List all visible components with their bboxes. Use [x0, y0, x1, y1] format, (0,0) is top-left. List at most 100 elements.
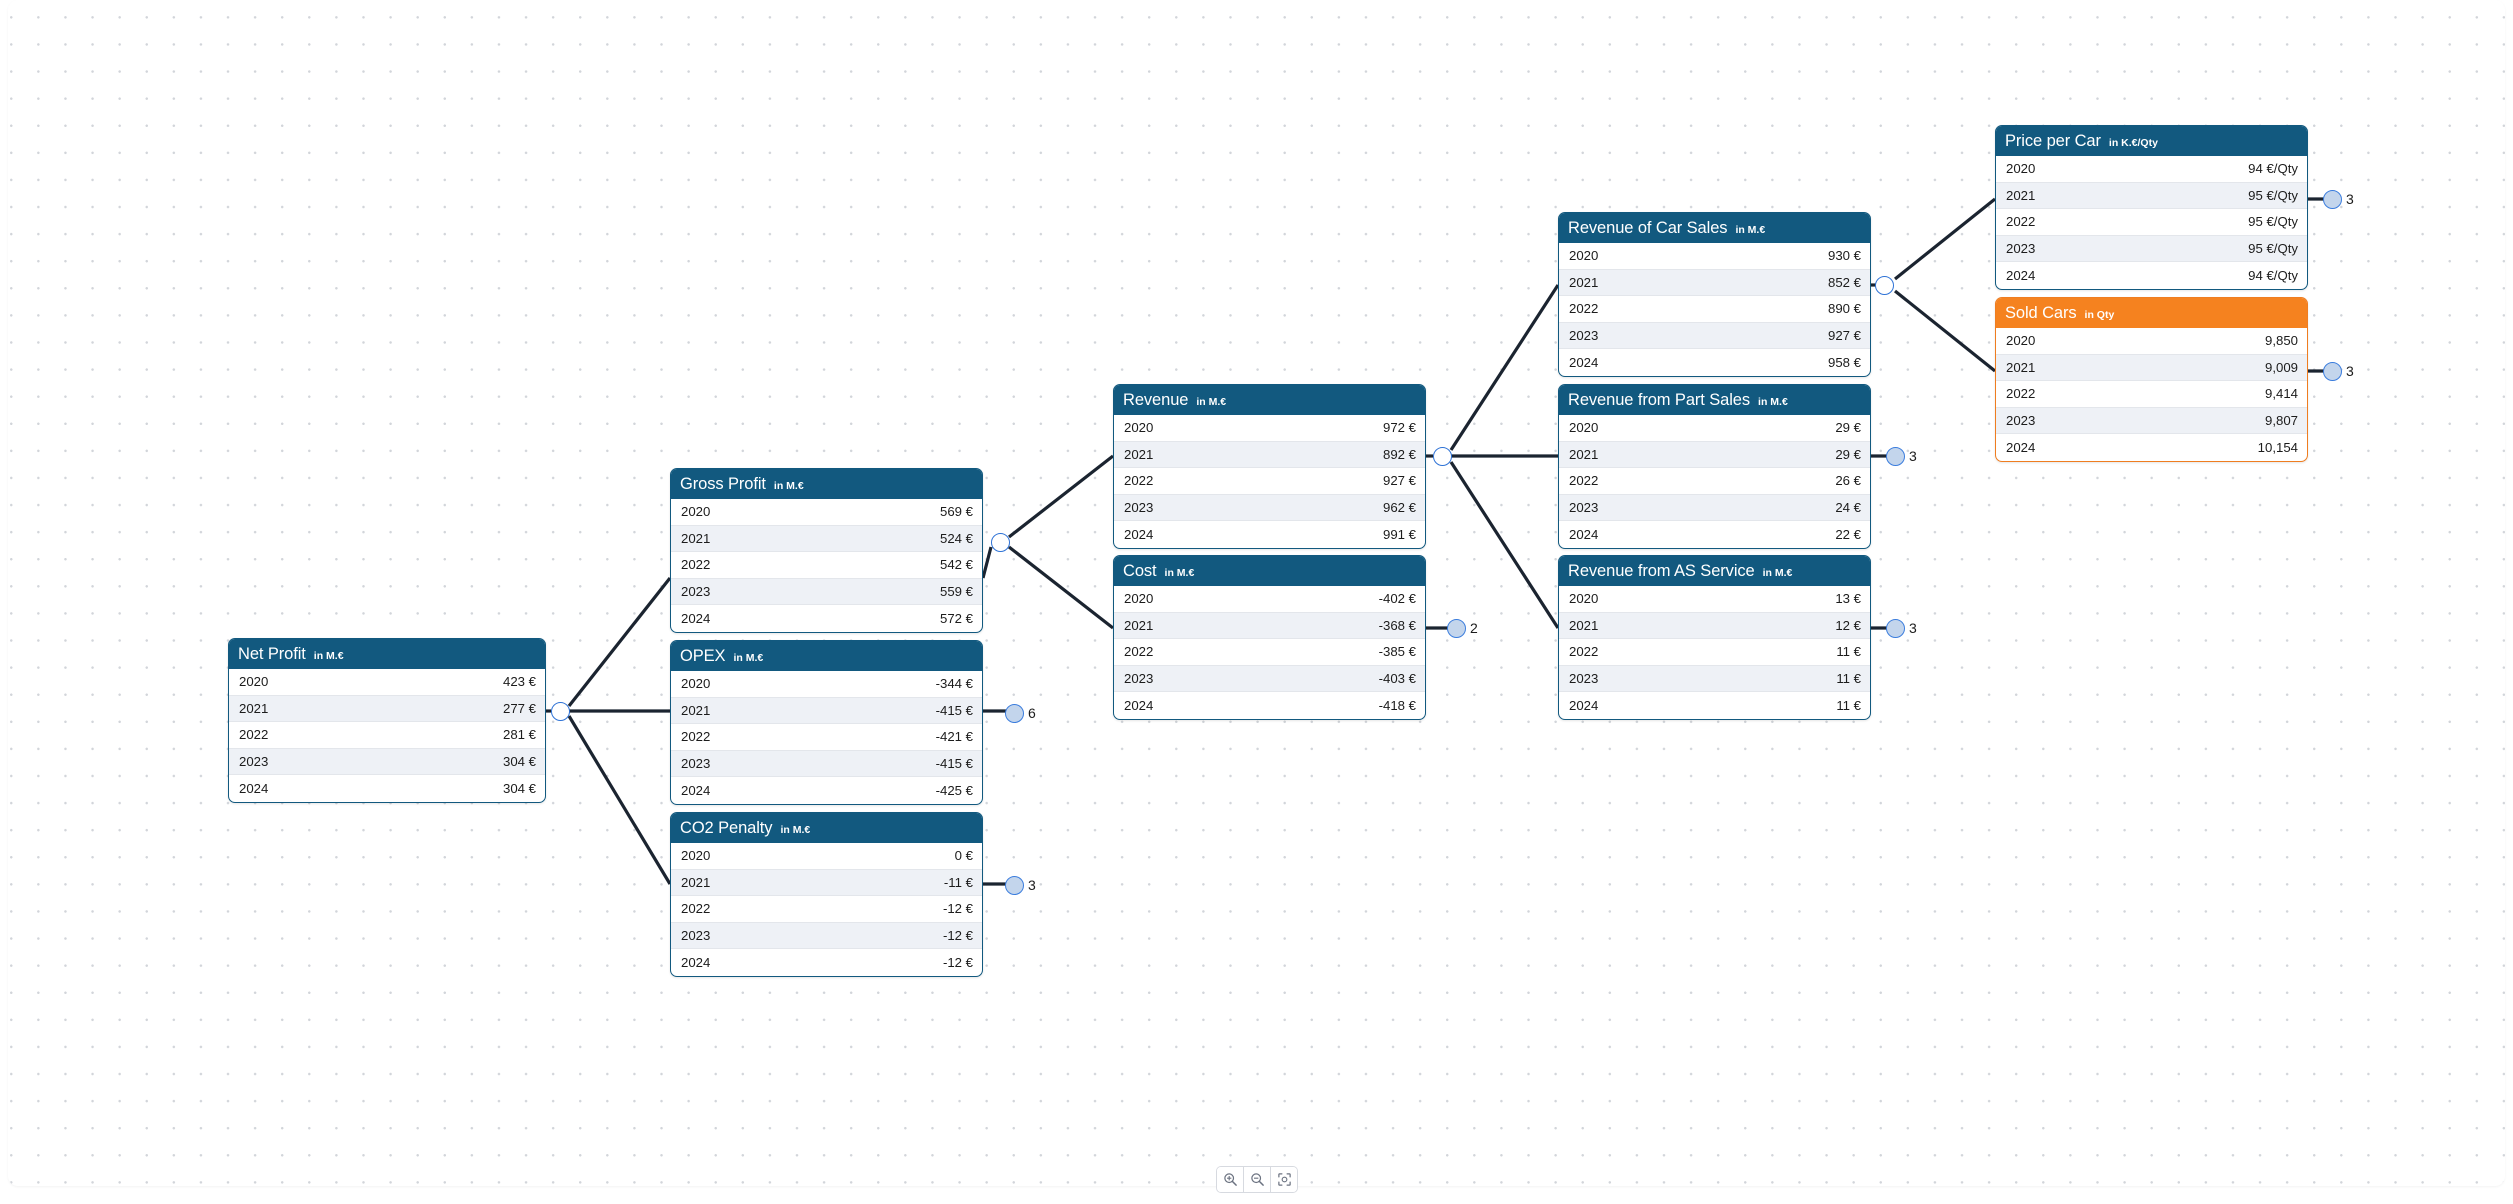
junction-revenue[interactable] [1432, 446, 1452, 466]
badge-cost[interactable]: 2 [1447, 618, 1478, 638]
node-row[interactable]: 2023-403 € [1114, 665, 1425, 693]
badge-dot-icon[interactable] [1005, 703, 1024, 723]
badge-sold-cars[interactable]: 3 [2323, 361, 2354, 381]
badge-dot-icon[interactable] [1005, 875, 1024, 895]
row-value: 22 € [1835, 527, 1861, 543]
badge-dot-icon[interactable] [2323, 361, 2342, 381]
junction-gross-profit[interactable] [990, 532, 1010, 552]
badge-opex[interactable]: 6 [1005, 703, 1036, 723]
node-row[interactable]: 2021-415 € [671, 697, 982, 725]
badge-price-per-car[interactable]: 3 [2323, 189, 2354, 209]
node-row[interactable]: 2020-402 € [1114, 586, 1425, 613]
zoom-toolbar[interactable] [1216, 1166, 1298, 1193]
junction-net-profit[interactable] [550, 701, 570, 721]
badge-co2-penalty[interactable]: 3 [1005, 875, 1036, 895]
node-row[interactable]: 2022-421 € [671, 724, 982, 751]
zoom-out-button[interactable] [1244, 1167, 1271, 1192]
node-row[interactable]: 2021-11 € [671, 869, 982, 897]
badge-as-service[interactable]: 3 [1886, 618, 1917, 638]
node-row[interactable]: 2024-425 € [671, 777, 982, 804]
node-row[interactable]: 2023-12 € [671, 922, 982, 950]
node-row[interactable]: 2024-12 € [671, 949, 982, 976]
badge-dot-icon[interactable] [2323, 189, 2342, 209]
node-row[interactable]: 2021-368 € [1114, 612, 1425, 640]
badge-dot-icon[interactable] [1886, 618, 1905, 638]
zoom-in-button[interactable] [1217, 1167, 1244, 1192]
fit-to-screen-button[interactable] [1271, 1167, 1297, 1192]
node-row[interactable]: 2023-415 € [671, 750, 982, 778]
node-row[interactable]: 2020-344 € [671, 671, 982, 698]
badge-dot-icon[interactable] [1886, 446, 1905, 466]
badge-part-sales[interactable]: 3 [1886, 446, 1917, 466]
badge-dot-icon[interactable] [1447, 618, 1466, 638]
node-row[interactable]: 2022-385 € [1114, 639, 1425, 666]
node-row[interactable]: 2022-12 € [671, 896, 982, 923]
junction-car-sales[interactable] [1874, 275, 1894, 295]
node-row[interactable]: 2024-418 € [1114, 692, 1425, 719]
